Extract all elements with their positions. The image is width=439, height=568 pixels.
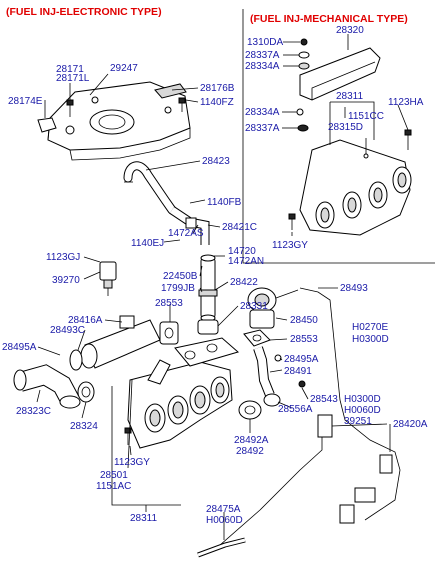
label-14720: 14720 xyxy=(228,246,256,257)
manifold-gasket-28331 xyxy=(174,337,240,367)
label-1123HA: 1123HA xyxy=(388,97,424,108)
label-28311: 28311 xyxy=(130,513,158,524)
label-28176B: 28176B xyxy=(200,83,235,94)
bolt-28495A-right xyxy=(274,354,282,362)
label-28174E: 28174E xyxy=(8,96,43,107)
label-28171L: 28171L xyxy=(56,73,90,84)
label-28556A: 28556A xyxy=(278,404,313,415)
egr-valve-28450 xyxy=(247,287,299,329)
hose-28423 xyxy=(123,161,177,215)
gasket-28553-left xyxy=(159,321,179,345)
label-28334A-top: 28334A xyxy=(245,61,280,72)
bolt-1123GY xyxy=(124,427,132,445)
heat-shield-29247 xyxy=(47,81,191,161)
nut-28334A-top xyxy=(298,62,310,70)
stud-1151CC xyxy=(363,138,369,159)
label-28416A: 28416A xyxy=(68,315,103,326)
label-28491: 28491 xyxy=(284,366,312,377)
label-28492A: 28492A xyxy=(234,435,269,446)
label-28492: 28492 xyxy=(236,446,264,457)
part-labels: 28171 28171L 29247 28174E 28176B 1140FZ … xyxy=(2,25,428,526)
label-39251: 39251 xyxy=(344,416,372,427)
label-28421C: 28421C xyxy=(222,222,257,233)
label-28323C: 28323C xyxy=(16,406,51,417)
label-1123GY: 1123GY xyxy=(114,457,150,468)
label-28553-left: 28553 xyxy=(155,298,183,309)
label-28420A: 28420A xyxy=(393,419,428,430)
label-1151AC: 1151AC xyxy=(96,481,131,492)
label-28171: 28171 xyxy=(56,64,84,75)
label-28543: 28543 xyxy=(310,394,338,405)
label-28311-mechanical: 28311 xyxy=(336,91,364,102)
label-1151CC: 1151CC xyxy=(348,111,384,122)
gasket-28331 xyxy=(197,319,219,335)
manifold-28416A xyxy=(80,315,161,369)
label-1310DA: 1310DA xyxy=(247,37,283,48)
label-28337A-lower: 28337A xyxy=(245,123,280,134)
elbow-28323C xyxy=(13,364,81,409)
label-1140FZ: 1140FZ xyxy=(200,97,234,108)
sensor-39270 xyxy=(99,261,117,296)
label-1472AS: 1472AS xyxy=(168,228,204,239)
label-28315D: 28315D xyxy=(328,122,363,133)
washer-28337A-lower xyxy=(297,124,309,132)
header-mechanical-type: (FUEL INJ-MECHANICAL TYPE) xyxy=(250,13,408,25)
label-1140FB: 1140FB xyxy=(207,197,242,208)
bracket-39251 xyxy=(317,414,393,524)
label-1140EJ: 1140EJ xyxy=(131,238,164,249)
label-1123GJ: 1123GJ xyxy=(46,252,80,263)
bolt-1140FZ xyxy=(178,97,186,112)
gasket-28324 xyxy=(77,381,95,403)
label-28423: 28423 xyxy=(202,156,230,167)
label-28501: 28501 xyxy=(100,470,128,481)
manifold-28311-mechanical xyxy=(299,139,412,236)
header-electronic-type: (FUEL INJ-ELECTRONIC TYPE) xyxy=(6,6,162,18)
hose-28475A xyxy=(197,537,246,558)
label-28331: 28331 xyxy=(240,301,268,312)
label-H0270E: H0270E xyxy=(352,322,388,333)
label-28422: 28422 xyxy=(230,277,258,288)
label-28495A-left: 28495A xyxy=(2,342,37,353)
label-28495A-right: 28495A xyxy=(284,354,319,365)
label-28493: 28493 xyxy=(340,283,368,294)
washer-28337A-top xyxy=(298,51,310,59)
label-H0300D-lower: H0300D xyxy=(344,394,381,405)
bolt-28543 xyxy=(298,380,306,388)
gasket-28553-right xyxy=(243,329,271,347)
label-39270: 39270 xyxy=(52,275,80,286)
label-28334A-lower: 28334A xyxy=(245,107,280,118)
label-28450: 28450 xyxy=(290,315,318,326)
gasket-28493C xyxy=(69,349,83,371)
label-1472AN: 1472AN xyxy=(228,256,264,267)
bracket-28174E xyxy=(37,117,57,133)
label-H0300D-upper: H0300D xyxy=(352,334,389,345)
mechanical-type-inset-border xyxy=(242,9,435,264)
gasket-28492 xyxy=(238,400,262,420)
bolt-1123GY-mechanical xyxy=(288,213,296,230)
pipe-28421C xyxy=(169,206,210,245)
heat-shield-28320 xyxy=(299,47,381,101)
exhaust-manifold-28311 xyxy=(127,359,233,449)
bolt-1123HA xyxy=(404,129,412,150)
leader-lines xyxy=(36,34,409,540)
label-28337A-top: 28337A xyxy=(245,50,280,61)
label-28324: 28324 xyxy=(70,421,98,432)
label-28320: 28320 xyxy=(336,25,364,36)
label-22450B: 22450B xyxy=(163,271,198,282)
label-29247: 29247 xyxy=(110,63,138,74)
nut-28334A-lower xyxy=(296,108,304,116)
egr-pipe-28422 xyxy=(198,254,218,322)
label-28475A: 28475A xyxy=(206,504,241,515)
label-H0060D-lower: H0060D xyxy=(206,515,243,526)
label-28493C: 28493C xyxy=(50,325,85,336)
label-28553-right: 28553 xyxy=(290,334,318,345)
label-H0060D-upper: H0060D xyxy=(344,405,381,416)
pipe-28491 xyxy=(253,346,281,407)
washer-1310DA xyxy=(300,38,308,46)
label-1123GY-mechanical: 1123GY xyxy=(272,240,308,251)
label-1799JB: 1799JB xyxy=(161,283,195,294)
